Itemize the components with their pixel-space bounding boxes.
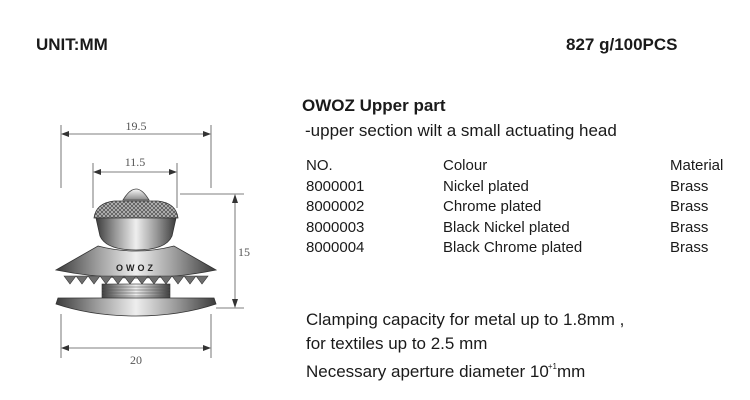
weight-label: 827 g/100PCS	[566, 35, 678, 54]
cell-colour: Black Nickel plated	[443, 218, 570, 236]
product-subtitle: -upper section wilt a small actuating he…	[305, 121, 617, 140]
dim-bottom-label: 20	[130, 353, 142, 367]
cell-no: 8000001	[306, 177, 365, 195]
cell-no: 8000003	[306, 218, 365, 236]
tolerance-superscript: +1	[547, 362, 557, 371]
cell-material: Brass	[670, 177, 709, 195]
cell-no: 8000004	[306, 239, 365, 256]
dimension-inner: 11.5	[92, 155, 178, 208]
cell-colour: Nickel plated	[443, 177, 529, 195]
dimension-top: 19.5	[60, 119, 212, 188]
dim-height-label: 15	[238, 245, 250, 259]
cell-material: Brass	[670, 239, 709, 256]
dim-inner-label: 11.5	[125, 155, 146, 169]
notes-block: Clamping capacity for metal up to 1.8mm …	[306, 308, 624, 384]
header-material: Material	[670, 157, 724, 174]
note-aperture-text: Necessary aperture diameter 10	[306, 362, 549, 381]
dim-top-label: 19.5	[126, 119, 147, 133]
note-aperture-unit: mm	[556, 362, 586, 381]
cell-material: Brass	[670, 218, 709, 236]
cell-material: Brass	[670, 198, 709, 215]
cell-colour: Black Chrome plated	[443, 239, 583, 256]
header-colour: Colour	[443, 157, 488, 174]
engraving-text: OWOZ	[116, 263, 156, 273]
dimension-bottom: 20	[60, 314, 212, 367]
cell-colour: Chrome plated	[443, 198, 542, 215]
product-title: OWOZ Upper part	[302, 96, 446, 115]
header-no: NO.	[306, 157, 333, 174]
cell-no: 8000002	[306, 198, 365, 215]
dimension-height: 15	[180, 193, 250, 309]
unit-label: UNIT:MM	[36, 35, 108, 54]
note-clamping-metal: Clamping capacity for metal up to 1.8mm …	[306, 310, 625, 329]
note-aperture: Necessary aperture diameter 10+1mm	[306, 355, 624, 384]
part-illustration: OWOZ	[54, 188, 218, 317]
note-clamping-textiles: for textiles up to 2.5 mm	[306, 333, 488, 353]
technical-drawing: 19.5 11.5 15 OWOZ	[54, 119, 250, 367]
